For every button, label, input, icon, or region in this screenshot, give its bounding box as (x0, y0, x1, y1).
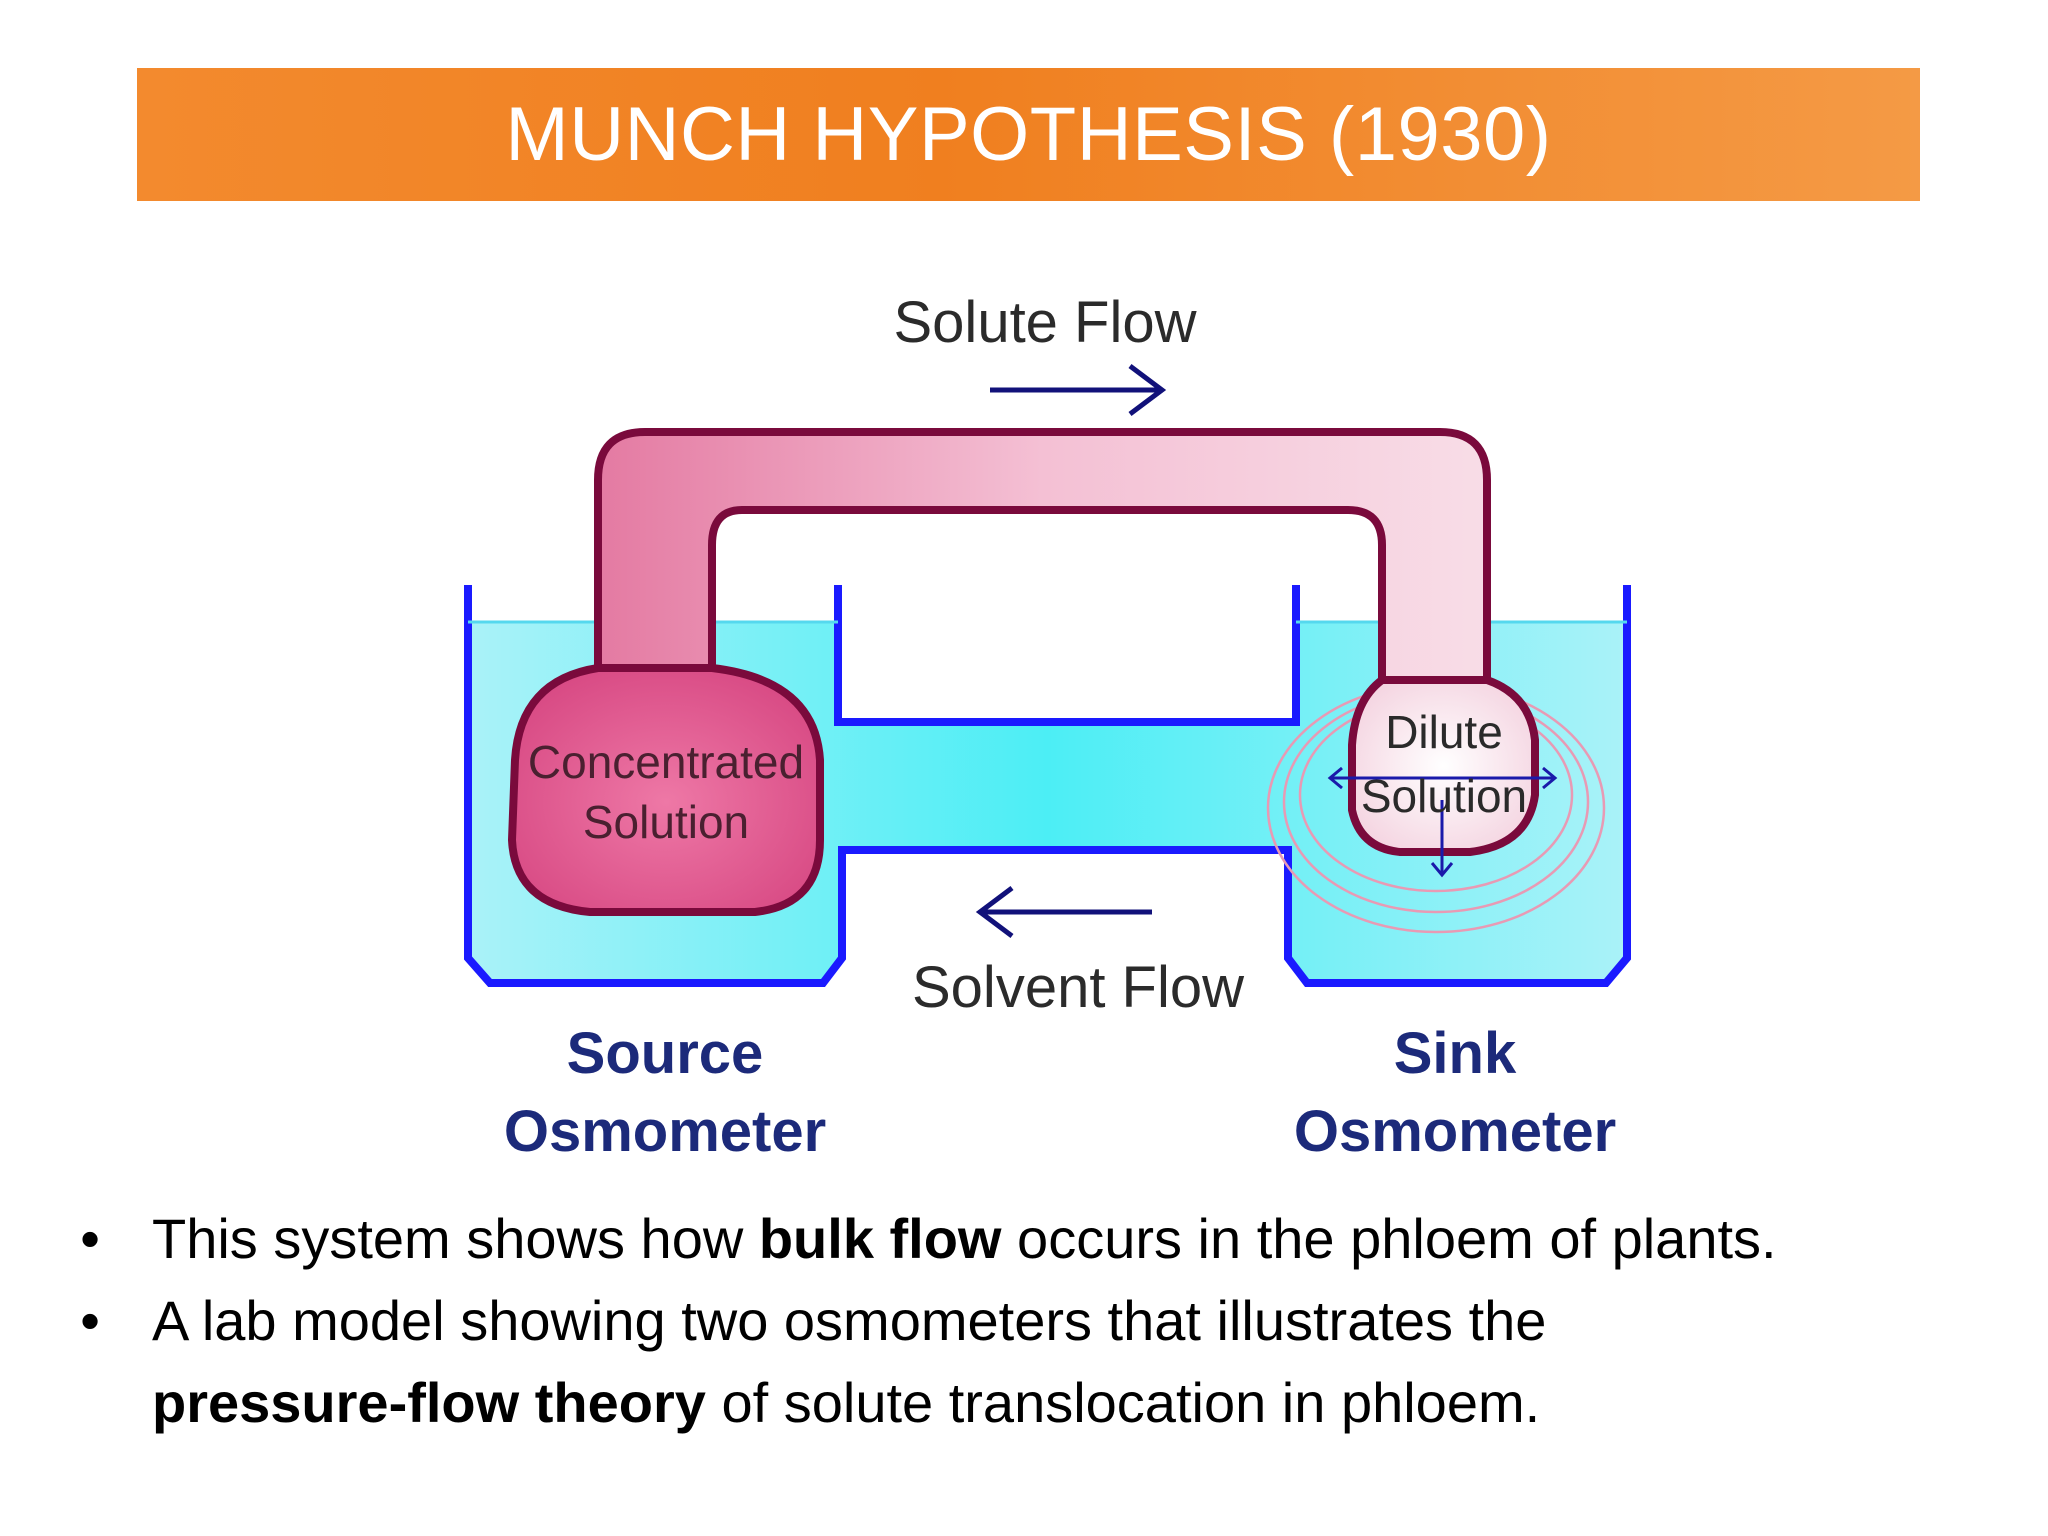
u-tube (594, 428, 1491, 704)
slide-title: MUNCH HYPOTHESIS (1930) (505, 92, 1552, 177)
solute-flow-label: Solute Flow (893, 290, 1197, 355)
bullet-item: • This system shows how bulk flow occurs… (70, 1198, 1990, 1280)
bullet-item: • A lab model showing two osmometers tha… (70, 1280, 1990, 1444)
source-label-line2: Osmometer (504, 1099, 826, 1164)
concentrated-label-line1: Concentrated (528, 736, 804, 788)
container-outline (464, 585, 1631, 987)
solute-flow-arrow (990, 364, 1167, 416)
bullet-text: occurs in the phloem of plants. (1001, 1207, 1777, 1270)
dilute-label-line2: Solution (1361, 770, 1527, 822)
bullet-symbol: • (80, 1207, 100, 1270)
bullet-symbol: • (80, 1289, 100, 1352)
bullet-text: A lab model showing two osmometers that … (152, 1289, 1547, 1352)
sink-label-line1: Sink (1394, 1021, 1517, 1086)
dilute-label-line1: Dilute (1385, 706, 1503, 758)
source-label-line1: Source (567, 1021, 764, 1086)
bullet-bold-text: bulk flow (758, 1207, 1002, 1270)
bullet-text: of solute translocation in phloem. (705, 1371, 1541, 1434)
title-bar: MUNCH HYPOTHESIS (1930) (137, 68, 1920, 201)
sink-label-line2: Osmometer (1294, 1099, 1616, 1164)
dilute-bulb (1348, 676, 1539, 856)
dilute-arrows (1327, 766, 1558, 878)
bullet-bold-text: pressure-flow theory (152, 1371, 706, 1434)
solvent-flow-arrow (975, 886, 1152, 938)
bullet-list: • This system shows how bulk flow occurs… (70, 1198, 1990, 1444)
concentrated-bulb (507, 664, 824, 916)
bullet-text: This system shows how (152, 1207, 759, 1270)
solvent-flow-label: Solvent Flow (912, 955, 1245, 1020)
concentrated-label-line2: Solution (583, 796, 749, 848)
